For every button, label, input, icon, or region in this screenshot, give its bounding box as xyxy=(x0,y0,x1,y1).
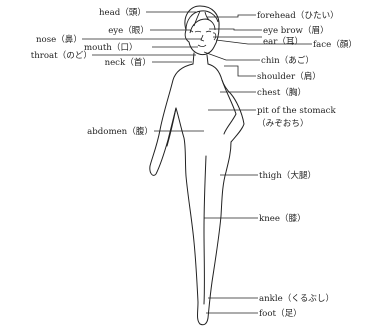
ear-shape xyxy=(213,33,216,40)
eye-shape xyxy=(195,31,201,32)
label-shoulder: shoulder（肩） xyxy=(257,70,321,82)
label-eye: eye（眼） xyxy=(108,25,149,36)
eye-shape-right xyxy=(206,31,211,32)
label-neck: neck（首） xyxy=(105,56,151,68)
label-thigh: thigh（大腿） xyxy=(259,169,316,181)
leader-chin xyxy=(204,52,260,60)
label-foot: foot（足） xyxy=(259,308,302,319)
label-forehead: forehead（ひたい） xyxy=(257,10,339,21)
label-knee: knee（膝） xyxy=(259,212,306,224)
label-ankle: ankle（くるぶし） xyxy=(259,293,334,304)
arm-line xyxy=(222,80,236,134)
label-chest: chest（胸） xyxy=(257,86,306,98)
label-abdomen: abdomen（腹） xyxy=(87,125,153,137)
label-pit-line2: （みぞおち） xyxy=(257,118,309,129)
label-eye-brow: eye brow（眉） xyxy=(263,25,329,36)
label-nose: nose（鼻） xyxy=(36,33,82,45)
label-face: face（顔） xyxy=(313,38,357,50)
label-mouth: mouth（口） xyxy=(84,42,138,53)
female-figure xyxy=(150,6,244,325)
hair xyxy=(186,11,218,33)
nose-shape xyxy=(201,35,204,41)
leader-eye-brow xyxy=(209,29,262,30)
label-head: head（頭） xyxy=(99,7,146,18)
label-chin: chin（あご） xyxy=(261,54,314,66)
body-outline xyxy=(150,64,244,325)
inner-leg-line xyxy=(204,156,206,304)
leader-shoulder xyxy=(224,66,256,76)
leader-eye xyxy=(150,30,193,32)
label-ear: ear（耳） xyxy=(263,36,303,47)
label-throat: throat（のど） xyxy=(31,50,92,61)
mouth-shape xyxy=(198,45,206,47)
label-pit-line1: pit of the stomack xyxy=(257,106,336,116)
left-arm-inner xyxy=(167,108,176,146)
